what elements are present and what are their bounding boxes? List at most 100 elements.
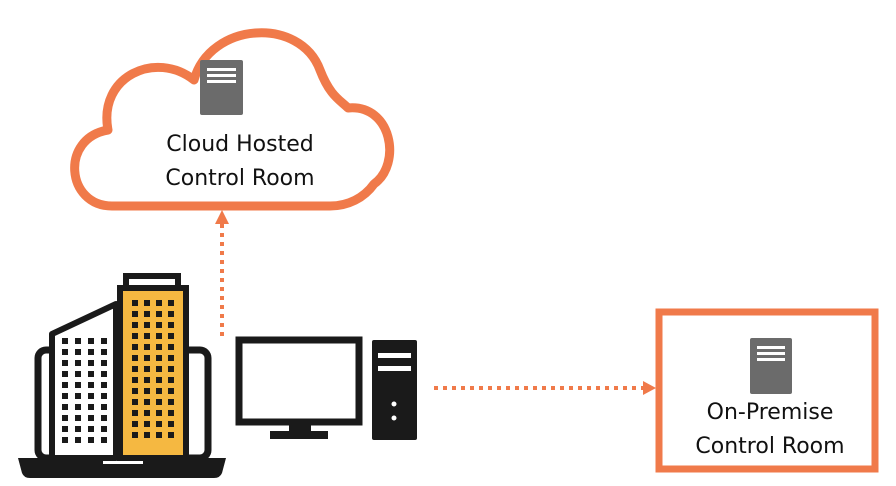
desktop-monitor-icon — [235, 336, 363, 439]
building-window — [62, 393, 68, 399]
building-window — [144, 355, 150, 361]
building-window — [156, 311, 162, 317]
onprem-label-line2: Control Room — [695, 434, 845, 459]
building-window — [101, 338, 107, 344]
building-window — [156, 322, 162, 328]
building-window — [168, 333, 174, 339]
building-window — [144, 322, 150, 328]
building-window — [144, 410, 150, 416]
building-window — [168, 432, 174, 438]
building-window — [75, 404, 81, 410]
building-window — [88, 338, 94, 344]
building-window — [101, 426, 107, 432]
building-window — [168, 344, 174, 350]
cloud-label-line2: Control Room — [165, 166, 315, 191]
building-window — [75, 360, 81, 366]
building-window — [168, 366, 174, 372]
cloud-shape — [70, 28, 394, 211]
building-window — [75, 415, 81, 421]
building-window — [88, 404, 94, 410]
building-window — [88, 393, 94, 399]
building-window — [156, 410, 162, 416]
building-window — [156, 333, 162, 339]
building-window — [62, 360, 68, 366]
building-window — [132, 399, 138, 405]
building-window — [75, 338, 81, 344]
building-window — [144, 344, 150, 350]
building-window — [144, 388, 150, 394]
building-window — [101, 393, 107, 399]
building-window — [132, 333, 138, 339]
building-window — [144, 366, 150, 372]
building-window — [168, 377, 174, 383]
building-window — [168, 421, 174, 427]
building-window — [132, 421, 138, 427]
arrow-to-onprem — [434, 381, 656, 395]
building-window — [156, 399, 162, 405]
building-window — [62, 437, 68, 443]
building-window — [144, 432, 150, 438]
onprem-label-line1: On-Premise — [706, 400, 834, 425]
building-window — [168, 311, 174, 317]
building-window — [75, 382, 81, 388]
building-window — [132, 432, 138, 438]
building-window — [132, 311, 138, 317]
building-window — [101, 437, 107, 443]
building-window — [88, 371, 94, 377]
building-window — [156, 432, 162, 438]
building-window — [156, 355, 162, 361]
building-window — [62, 426, 68, 432]
building-window — [62, 349, 68, 355]
onprem-control-room-label: On-Premise Control Room — [660, 396, 880, 464]
building-window — [75, 437, 81, 443]
building-window — [132, 388, 138, 394]
building-window — [144, 399, 150, 405]
building-window — [132, 377, 138, 383]
arrow-to-cloud — [215, 210, 229, 336]
building-window — [132, 366, 138, 372]
building-window — [132, 344, 138, 350]
building-window — [101, 360, 107, 366]
building-window — [168, 355, 174, 361]
building-window — [88, 437, 94, 443]
building-window — [132, 322, 138, 328]
building-window — [168, 300, 174, 306]
office-building-icon — [49, 301, 119, 461]
building-window — [75, 426, 81, 432]
building-window — [144, 333, 150, 339]
building-window — [101, 371, 107, 377]
building-window — [75, 371, 81, 377]
building-window — [88, 426, 94, 432]
building-window — [62, 338, 68, 344]
onprem-server-icon — [750, 338, 792, 394]
cloud-server-icon — [200, 60, 243, 115]
building-window — [101, 382, 107, 388]
building-window — [62, 415, 68, 421]
pc-tower-icon — [372, 340, 417, 440]
building-window — [168, 410, 174, 416]
cloud-label-line1: Cloud Hosted — [166, 132, 314, 157]
building-window — [62, 404, 68, 410]
building-window — [156, 421, 162, 427]
building-window — [132, 410, 138, 416]
building-window — [62, 382, 68, 388]
building-window — [62, 371, 68, 377]
building-window — [88, 415, 94, 421]
building-window — [168, 322, 174, 328]
building-window — [156, 388, 162, 394]
building-window — [168, 399, 174, 405]
building-window — [88, 349, 94, 355]
cloud-control-room-label: Cloud Hosted Control Room — [130, 128, 350, 196]
building-window — [144, 377, 150, 383]
building-window — [75, 393, 81, 399]
building-window — [156, 377, 162, 383]
building-window — [156, 344, 162, 350]
building-window — [156, 366, 162, 372]
building-window — [101, 349, 107, 355]
building-window — [132, 355, 138, 361]
office-tower-icon — [117, 273, 189, 461]
building-window — [144, 300, 150, 306]
building-window — [144, 421, 150, 427]
building-window — [101, 415, 107, 421]
building-window — [88, 382, 94, 388]
